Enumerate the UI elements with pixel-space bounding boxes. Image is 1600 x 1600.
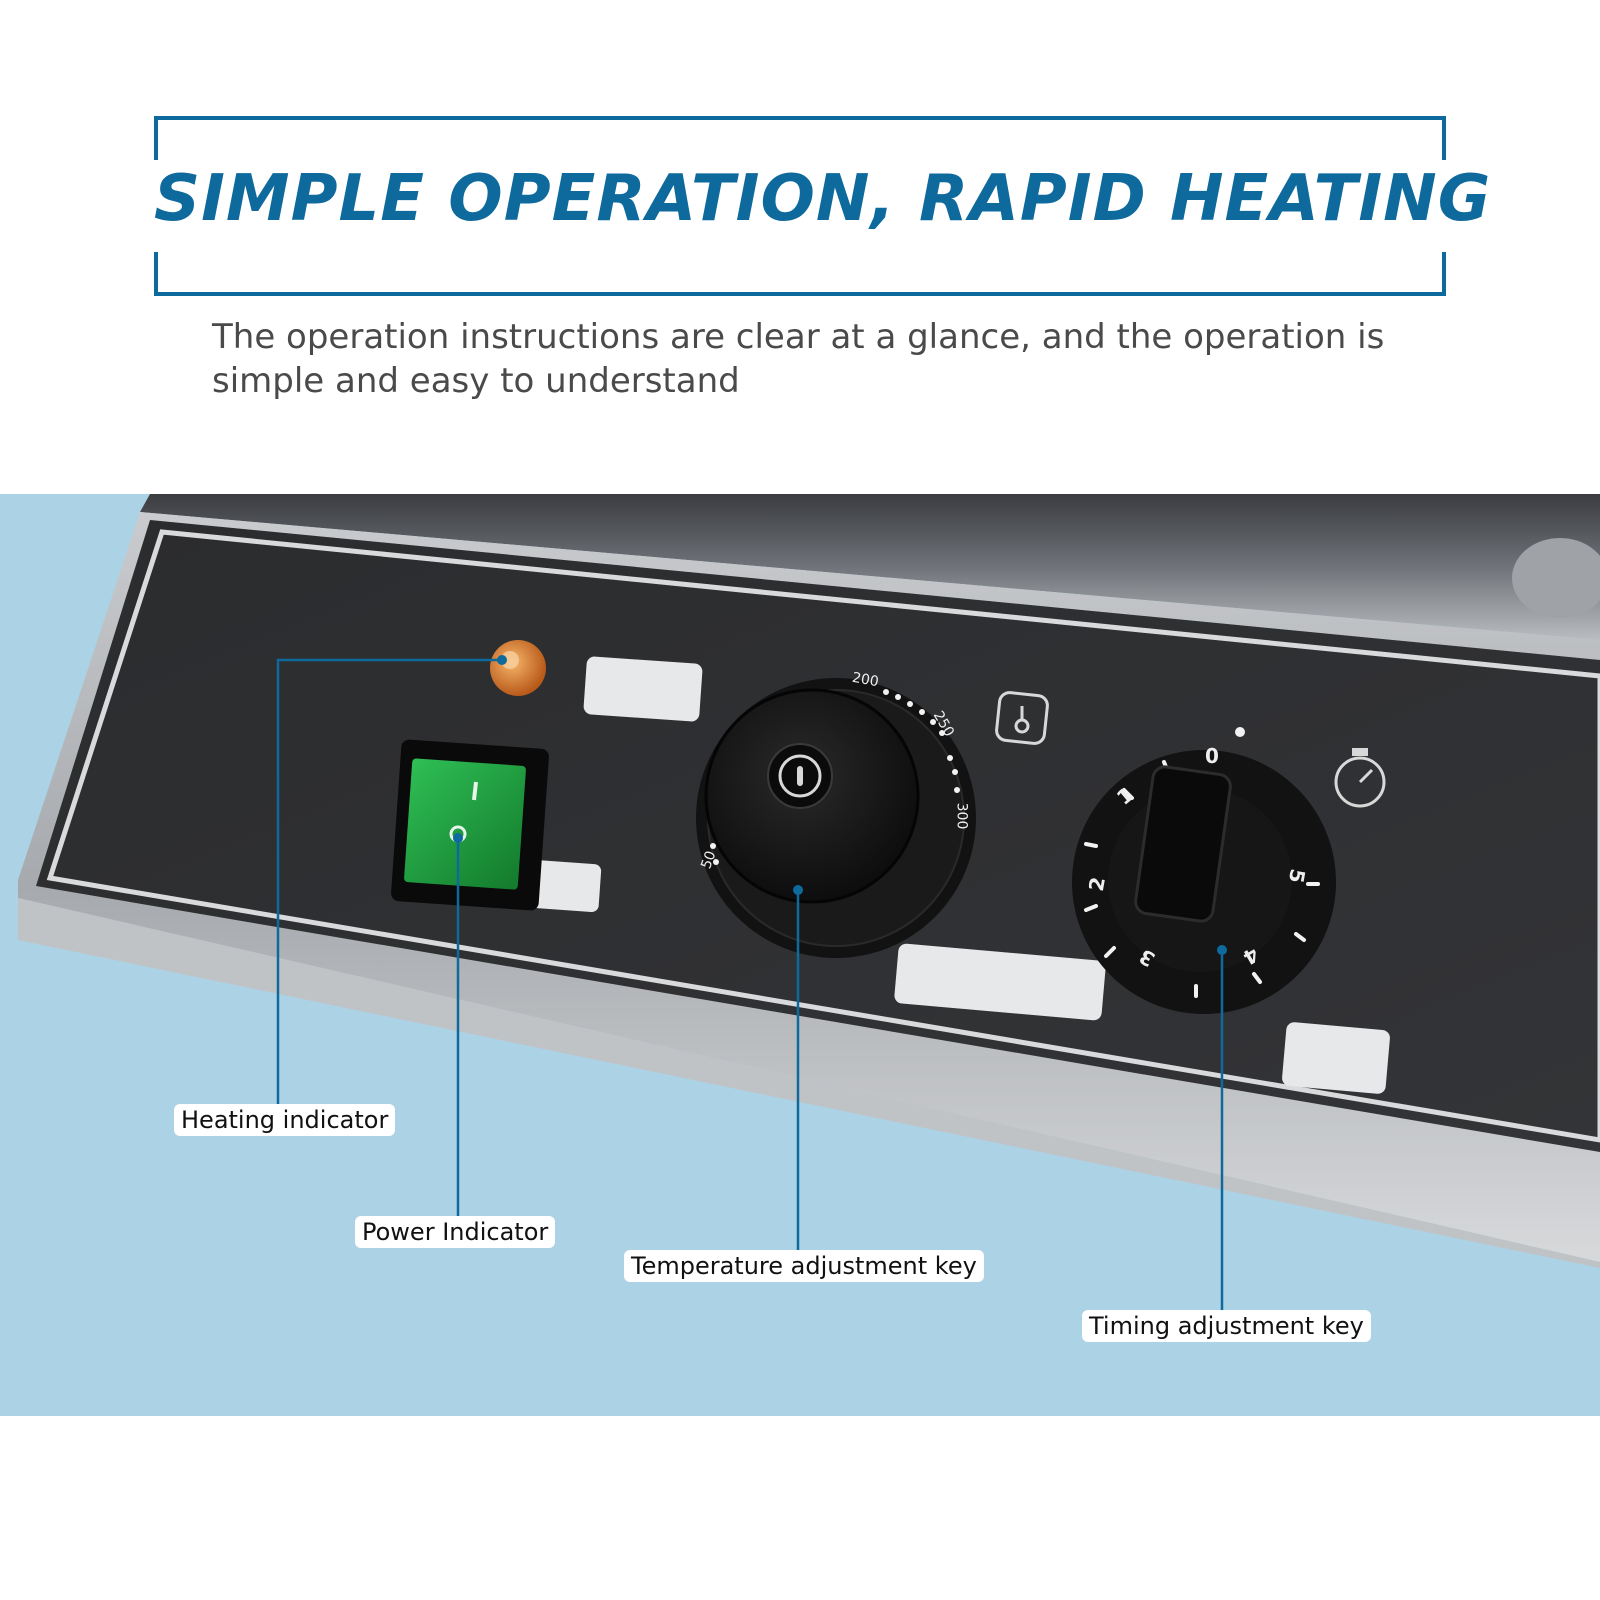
callout-power-indicator: Power Indicator <box>355 1216 556 1248</box>
temp-label-300: 300 <box>953 802 970 830</box>
timer-label-0: 0 <box>1205 744 1219 768</box>
callout-timing-key: Timing adjustment key <box>1082 1310 1371 1342</box>
callout-heating-indicator: Heating indicator <box>174 1104 396 1136</box>
control-panel-illustration <box>0 494 1600 1416</box>
page-title: SIMPLE OPERATION, RAPID HEATING <box>154 162 1492 236</box>
control-panel-photo: 50 200 250 300 0 1 2 3 4 5 Heating indic… <box>0 494 1600 1416</box>
title-bracket-lines <box>154 116 1446 296</box>
callout-temperature-key: Temperature adjustment key <box>624 1250 984 1282</box>
page-subtitle: The operation instructions are clear at … <box>212 317 1385 401</box>
title-frame: SIMPLE OPERATION, RAPID HEATING <box>154 116 1492 296</box>
